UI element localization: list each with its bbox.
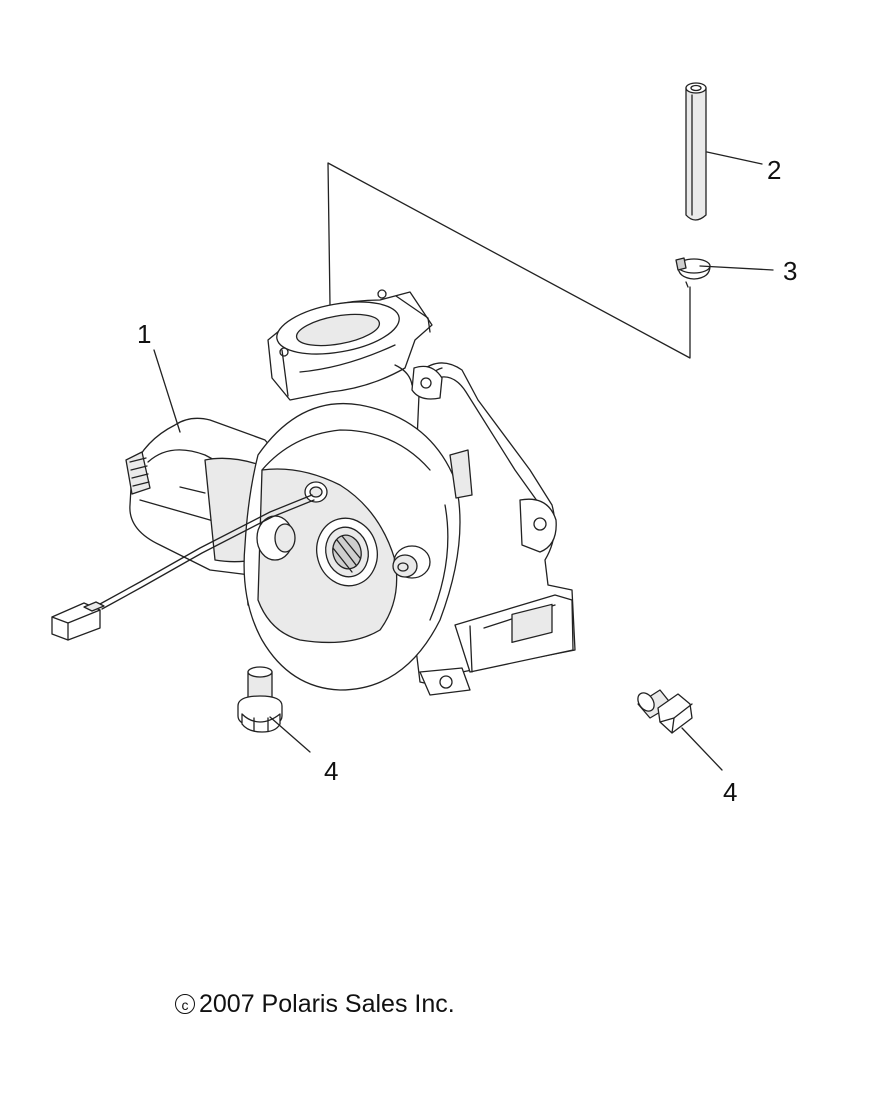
callout-1: 1 [137,319,151,349]
callout-4-right: 4 [723,777,737,807]
callout-3: 3 [783,256,797,286]
sensor-wire-harness [51,494,315,641]
assembly-bracket-line [327,162,691,359]
leader-lines [153,151,774,771]
copyright-text: 2007 Polaris Sales Inc. [199,990,455,1018]
copyright-symbol: c [175,994,195,1014]
callout-4-left: 4 [324,756,338,786]
hose-clamp [675,257,711,288]
callout-2: 2 [767,155,781,185]
flange-bolt-left [237,666,283,733]
vent-hose [685,82,707,221]
flange-bolt-right [637,689,693,734]
gearcase-assembly [125,289,576,696]
